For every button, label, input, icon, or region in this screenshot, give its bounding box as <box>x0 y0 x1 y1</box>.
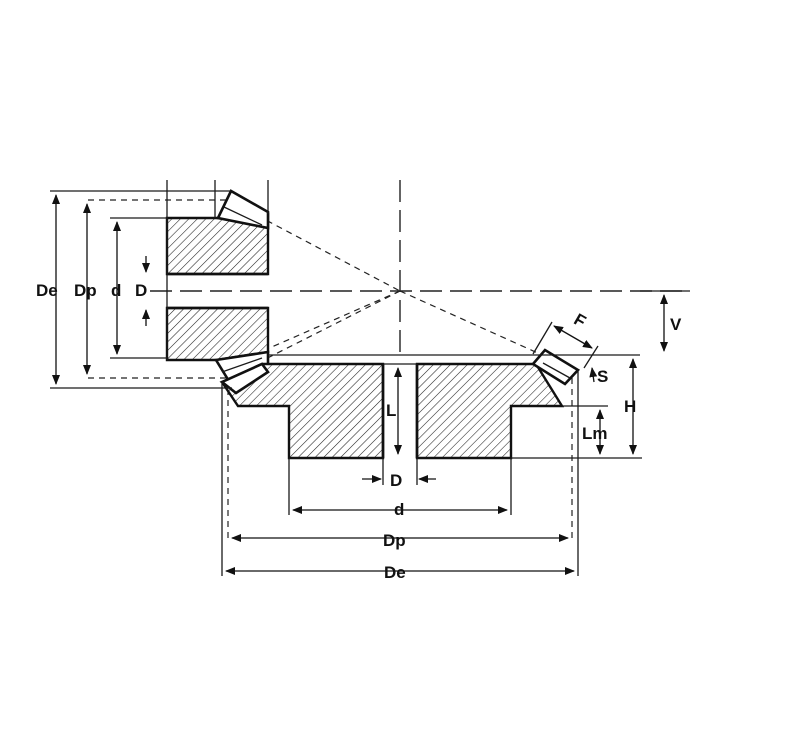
label-pinion-de: De <box>36 281 58 300</box>
gear <box>219 348 640 460</box>
label-pinion-d: d <box>111 281 121 300</box>
label-s: S <box>597 367 608 386</box>
pinion-dimensions <box>50 190 232 389</box>
label-gear-dp: Dp <box>383 531 406 550</box>
label-face-width: F <box>571 310 589 332</box>
gear-dimensions <box>221 290 690 576</box>
label-apex-offset: V <box>670 315 682 334</box>
label-pinion-bore: D <box>135 281 147 300</box>
label-gear-de: De <box>384 563 406 582</box>
pitch-cone-lines <box>88 199 573 540</box>
label-pinion-dp: Dp <box>74 281 97 300</box>
pinion <box>165 180 270 388</box>
label-gear-d: d <box>394 500 404 519</box>
label-bore-length: L <box>386 401 396 420</box>
centerlines <box>150 180 690 355</box>
label-height: H <box>624 397 636 416</box>
label-mounting-length: Lm <box>582 424 608 443</box>
label-gear-bore: D <box>390 471 402 490</box>
